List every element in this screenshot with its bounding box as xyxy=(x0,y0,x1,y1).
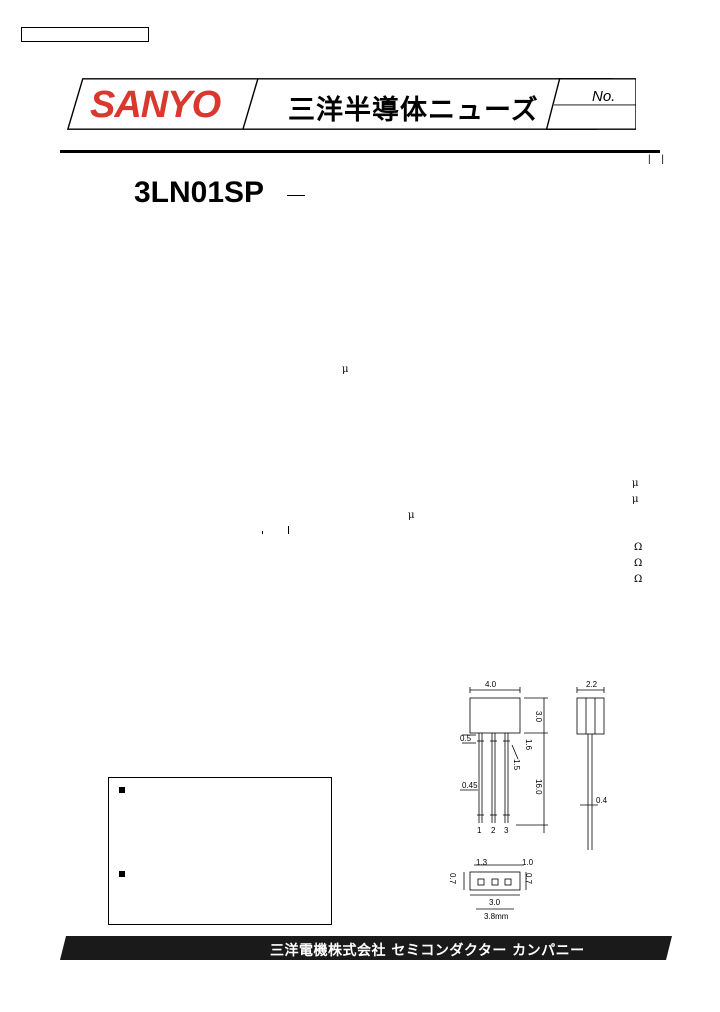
footer-banner: 三洋電機株式会社 セミコンダクター カンパニー xyxy=(60,936,672,960)
pin-label-2: 2 xyxy=(491,826,496,835)
dim-bottom-07b: 0.7 xyxy=(524,873,533,885)
dim-side-width: 2.2 xyxy=(586,680,598,689)
package-body-front xyxy=(469,697,521,734)
unit-mu-symbol: μ xyxy=(408,510,415,521)
document-no-label: No. xyxy=(592,88,616,105)
dim-width-top: 4.0 xyxy=(485,680,497,689)
dim-bottom-07a: 0.7 xyxy=(448,873,457,885)
info-box xyxy=(108,777,332,925)
dim-lead-045: 0.45 xyxy=(462,781,478,790)
dim-lead-04: 0.4 xyxy=(596,796,608,805)
part-number-dash xyxy=(287,195,305,196)
package-body-bottom xyxy=(469,871,521,891)
unit-ohm-symbol: Ω xyxy=(634,542,643,553)
unit-mu-symbol: μ xyxy=(632,478,639,489)
dim-lead-15: 1.5 xyxy=(512,759,521,771)
header-frame xyxy=(66,78,636,130)
dim-bottom-10: 1.0 xyxy=(522,858,534,867)
document-number-box xyxy=(21,27,149,42)
dim-lead-length: 16.0 xyxy=(534,779,543,795)
dim-lead-05: 0.5 xyxy=(460,734,472,743)
page-mark: | | xyxy=(648,154,668,165)
package-drawing: 4.0 2.2 3.0 0.5 1.6 1.5 0.45 16.0 0.4 1 … xyxy=(448,680,608,921)
header-banner: SANYO 三洋半導体ニューズ No. xyxy=(60,76,672,134)
dim-body-height: 3.0 xyxy=(534,711,543,723)
pin-label-1: 1 xyxy=(477,826,482,835)
dim-pitch: 1.3 xyxy=(476,858,488,867)
dim-bottom-width: 3.8mm xyxy=(484,912,509,921)
bullet-icon xyxy=(119,871,125,877)
footer-company: 三洋電機株式会社 セミコンダクター カンパニー xyxy=(270,943,585,959)
unit-mu-symbol: μ xyxy=(632,494,639,505)
bullet-icon xyxy=(119,787,125,793)
dim-bottom-30: 3.0 xyxy=(489,898,501,907)
tick-mark xyxy=(288,526,289,534)
part-number: 3LN01SP xyxy=(134,176,265,209)
package-body-side xyxy=(576,697,605,735)
footer-frame xyxy=(60,936,672,960)
header-rule xyxy=(60,150,660,153)
unit-mu-symbol: μ xyxy=(342,364,349,375)
unit-ohm-symbol: Ω xyxy=(634,558,643,569)
tick-mark xyxy=(262,531,263,534)
unit-ohm-symbol: Ω xyxy=(634,574,643,585)
sanyo-logo: SANYO xyxy=(90,84,221,126)
news-title: 三洋半導体ニューズ xyxy=(288,95,539,126)
pin-label-3: 3 xyxy=(504,826,509,835)
dim-lead-16: 1.6 xyxy=(524,739,533,751)
